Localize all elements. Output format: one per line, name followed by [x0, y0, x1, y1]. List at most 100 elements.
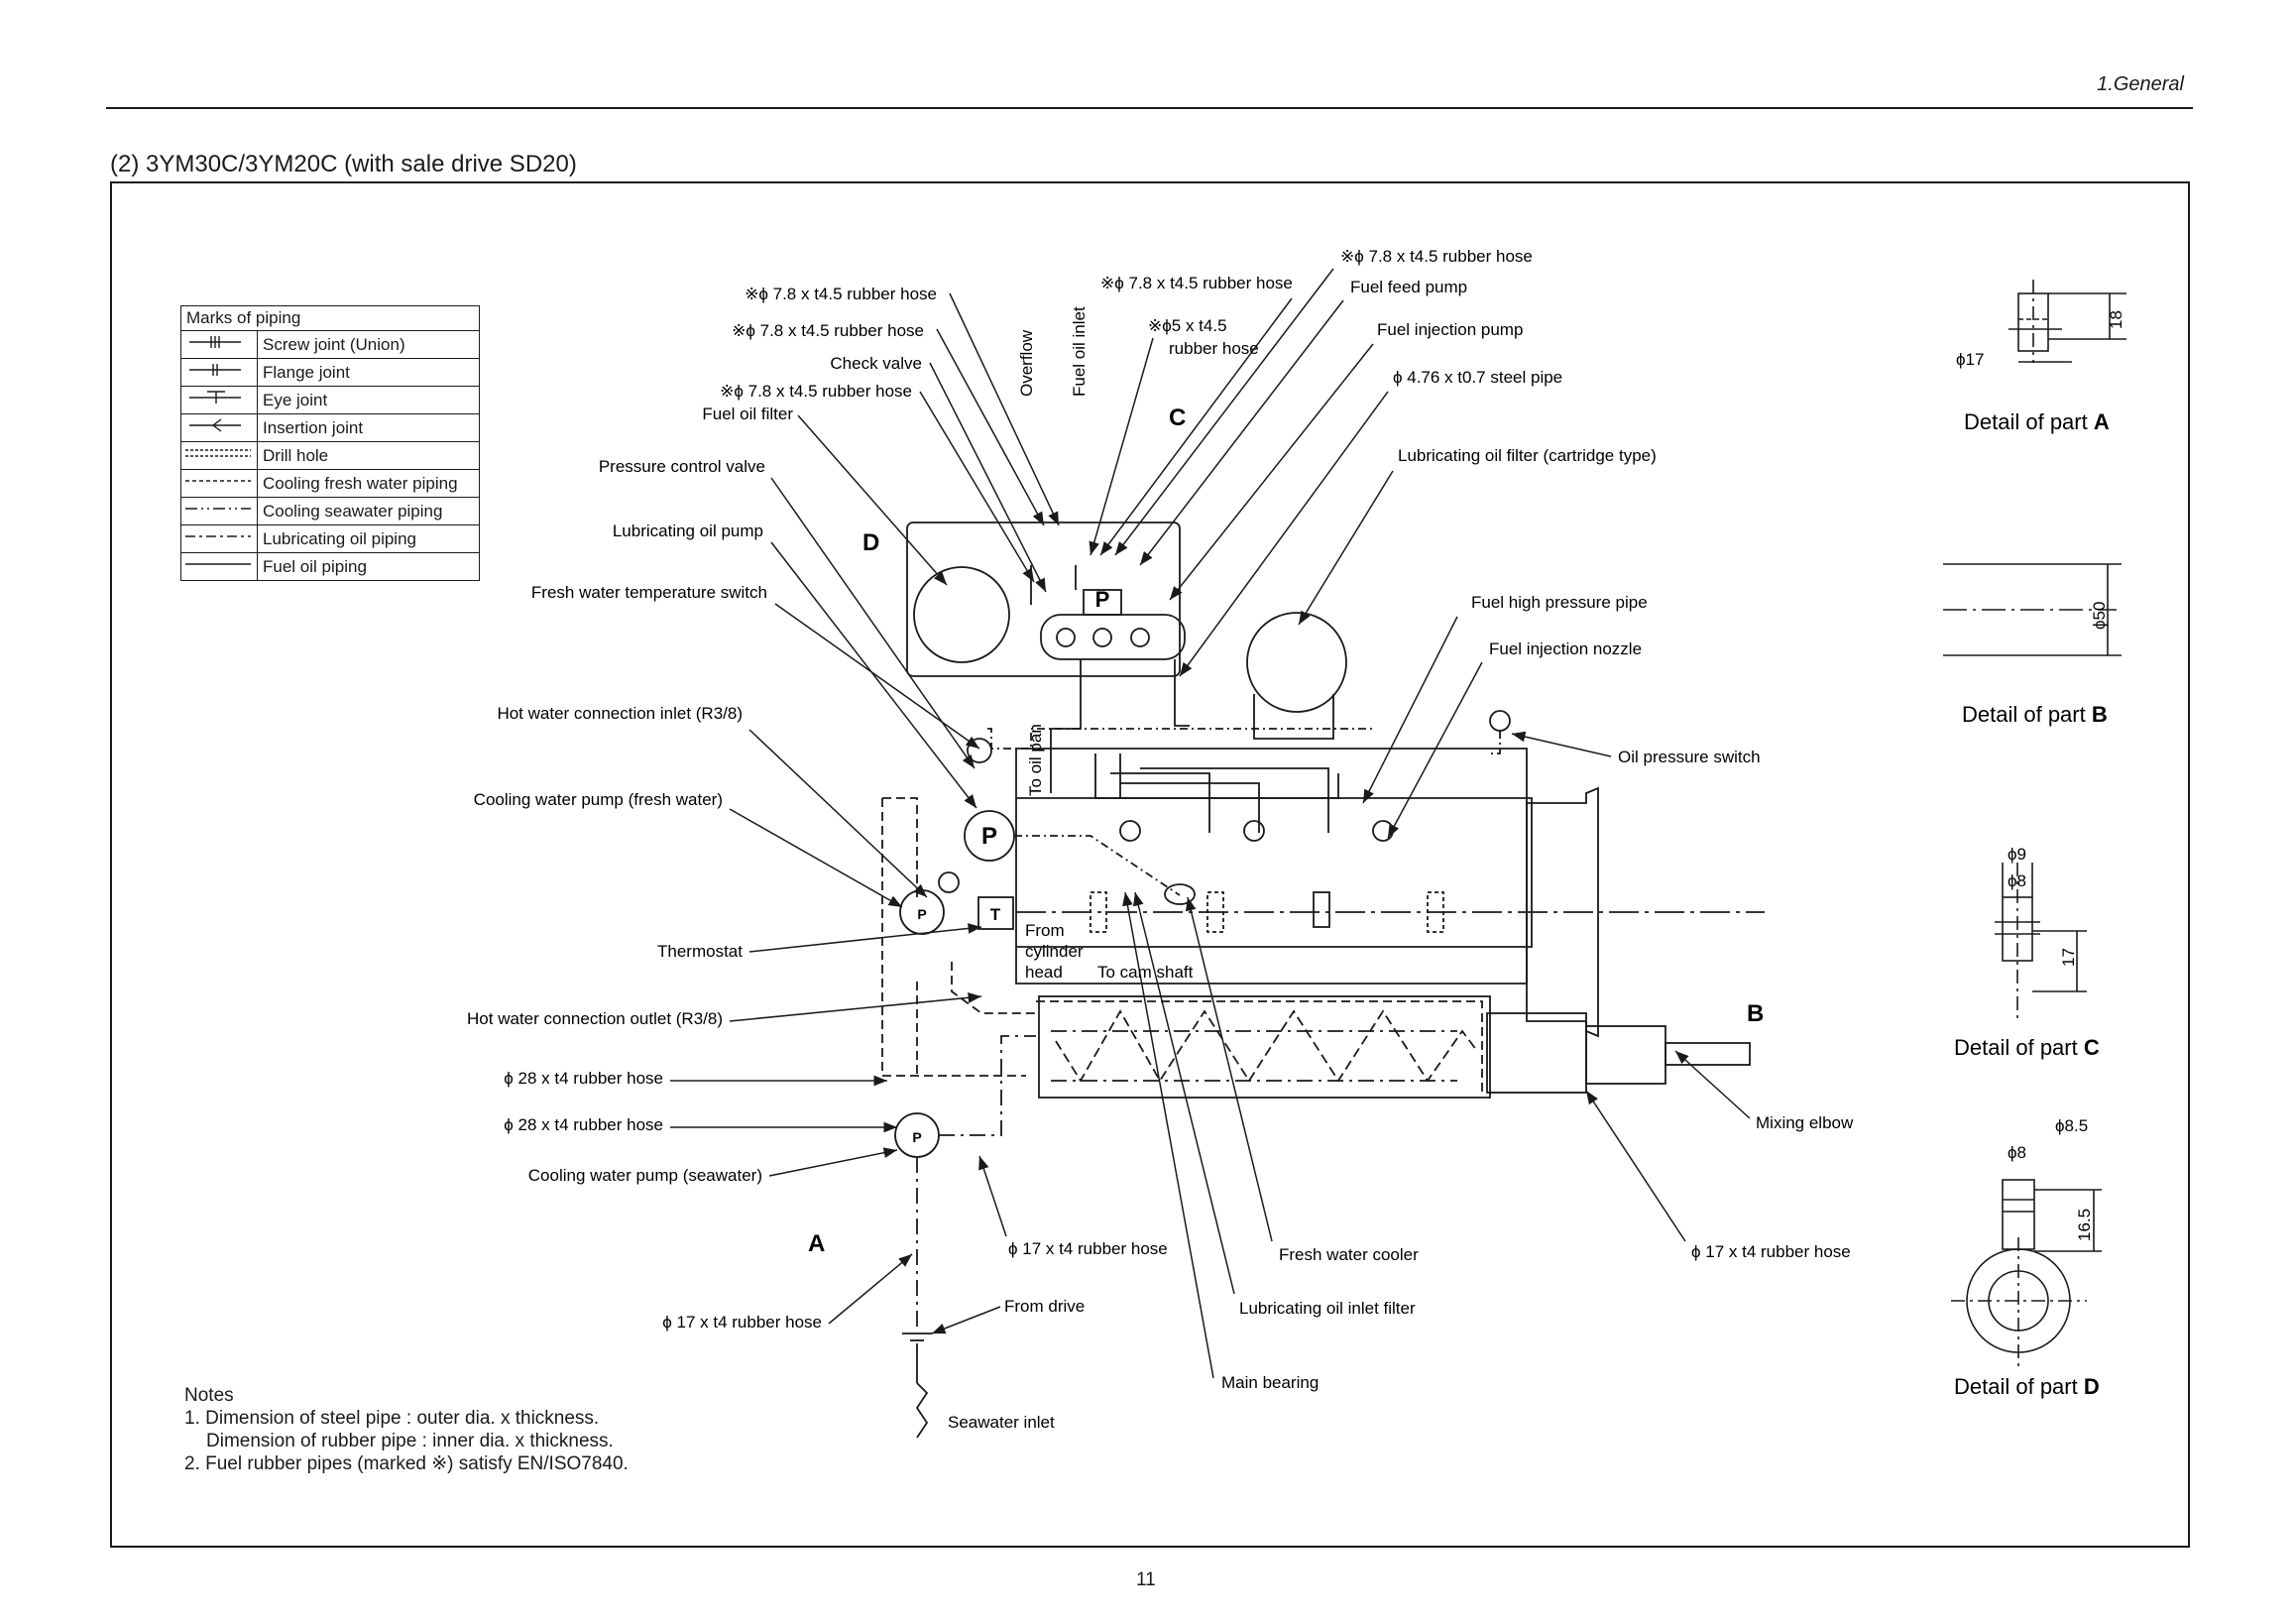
legend-label: Cooling seawater piping — [257, 497, 480, 525]
feed-pump-p — [1083, 589, 1122, 616]
detail-a-drawing — [2009, 280, 2126, 363]
leader-cooling-pump-sea — [768, 1147, 898, 1177]
label-fuel-injection-nozzle: Fuel injection nozzle — [1489, 639, 1642, 658]
label-fuel-injection-pump: Fuel injection pump — [1377, 320, 1523, 339]
part-letter-C: C — [1169, 405, 1186, 431]
vlabel-to-oil-pan: To oil pan — [1026, 724, 1045, 796]
detail-d-caption: Detail of part D — [1954, 1374, 2100, 1399]
leader-main-bearing — [1122, 891, 1214, 1379]
detail-d-drawing — [1951, 1179, 2102, 1366]
inner-label-from-cyl-1: From — [1025, 921, 1065, 940]
leader-hose-top-right — [1114, 268, 1334, 556]
fuel-oil-line-icon — [180, 552, 258, 581]
legend-row: Cooling fresh water piping — [180, 469, 480, 498]
detail-d-dim-len: 16.5 — [2075, 1209, 2094, 1241]
label-hose-top-3: ※ϕ 7.8 x t4.5 rubber hose — [720, 382, 912, 401]
leader-hose-5 — [1089, 337, 1154, 556]
leader-hose-top-2 — [936, 328, 1045, 526]
thermostat-letter: T — [990, 905, 1001, 924]
leader-pressure-control-valve — [770, 477, 976, 769]
leader-lubricating-oil-pump — [770, 541, 977, 809]
legend-label: Screw joint (Union) — [257, 330, 480, 359]
diagram-frame — [110, 181, 2190, 1548]
detail-d-dim-dia8: ϕ8 — [2008, 1143, 2026, 1162]
heat-exchanger — [1038, 995, 1491, 1099]
leader-fresh-water-temp-switch — [774, 603, 980, 750]
detail-c-dim-len: 17 — [2059, 948, 2078, 967]
label-steel-pipe: ϕ 4.76 x t0.7 steel pipe — [1393, 368, 1562, 387]
label-thermostat: Thermostat — [657, 942, 743, 961]
temp-switch-body — [967, 738, 992, 763]
detail-a-caption: Detail of part A — [1964, 409, 2110, 434]
fuel-oil-filter-body — [913, 566, 1010, 663]
leader-hose-17-3 — [1585, 1090, 1686, 1242]
label-hose-top-right: ※ϕ 7.8 x t4.5 rubber hose — [1340, 247, 1533, 266]
note-line-2: Dimension of rubber pipe : inner dia. x … — [206, 1431, 614, 1451]
page-title: (2) 3YM30C/3YM20C (with sale drive SD20) — [110, 151, 577, 177]
leader-thermostat — [748, 923, 982, 953]
legend-row: Eye joint — [180, 386, 480, 414]
label-lube-oil-filter-cart: Lubricating oil filter (cartridge type) — [1398, 446, 1657, 465]
leader-hose-17-2 — [828, 1253, 913, 1325]
label-hose-5b: rubber hose — [1169, 339, 1259, 358]
leader-steel-pipe — [1179, 391, 1389, 677]
leader-hose-17-1 — [978, 1155, 1007, 1237]
leader-hose-mid — [1099, 297, 1293, 556]
engine-block — [1015, 748, 1528, 985]
label-cooling-pump-fresh: Cooling water pump (fresh water) — [474, 790, 723, 809]
label-oil-pressure-switch: Oil pressure switch — [1618, 748, 1761, 766]
label-hose-5: ※ϕ5 x t4.5 — [1148, 316, 1227, 335]
note-line-1: 1. Dimension of steel pipe : outer dia. … — [184, 1408, 600, 1429]
detail-b-caption: Detail of part B — [1962, 702, 2108, 727]
leader-fuel-injection-nozzle — [1387, 661, 1483, 839]
lube-oil-filter-body — [1246, 612, 1347, 713]
leader-fuel-oil-filter — [797, 414, 948, 586]
leader-check-valve — [929, 362, 1047, 593]
label-hose-28-2: ϕ 28 x t4 rubber hose — [504, 1115, 663, 1134]
inner-label-from-cyl-2: cylinder — [1025, 942, 1084, 961]
detail-c-caption: Detail of part C — [1954, 1035, 2100, 1060]
vlabel-overflow: Overflow — [1017, 329, 1036, 397]
detail-c-dim-dia8: ϕ8 — [2008, 871, 2026, 890]
label-hot-water-inlet: Hot water connection inlet (R3/8) — [497, 704, 743, 723]
flywheel-housing — [1526, 786, 1599, 1038]
legend-row: Fuel oil piping — [180, 552, 480, 581]
legend-row: Cooling seawater piping — [180, 497, 480, 525]
legend-row: Screw joint (Union) — [180, 330, 480, 359]
leader-fresh-water-cooler — [1185, 896, 1273, 1242]
notes-block: Notes 1. Dimension of steel pipe : outer… — [184, 1384, 629, 1475]
detail-a-dim-dia: ϕ17 — [1956, 350, 1984, 369]
leader-hose-top-1 — [949, 292, 1060, 526]
label-seawater-inlet: Seawater inlet — [948, 1413, 1055, 1432]
label-hot-water-outlet: Hot water connection outlet (R3/8) — [467, 1009, 723, 1028]
feed-pump-letter: P — [1095, 587, 1110, 612]
label-lube-inlet-filter: Lubricating oil inlet filter — [1239, 1299, 1416, 1318]
label-fuel-oil-filter: Fuel oil filter — [702, 405, 793, 423]
piping-legend: Marks of piping Screw joint (Union)Flang… — [180, 305, 480, 581]
label-main-bearing: Main bearing — [1221, 1373, 1319, 1392]
fuel-injection-pump-body — [1040, 614, 1186, 660]
label-mixing-elbow: Mixing elbow — [1756, 1113, 1854, 1132]
leader-lube-oil-filter-cart — [1298, 470, 1394, 626]
flange-joint-icon — [180, 358, 258, 387]
part-letter-D: D — [862, 529, 879, 556]
leader-cooling-pump-fresh — [729, 808, 903, 908]
inner-label-from-cyl-3: head — [1025, 963, 1063, 982]
label-hose-17-1: ϕ 17 x t4 rubber hose — [1008, 1239, 1168, 1258]
leader-fuel-injection-pump — [1169, 343, 1374, 601]
leader-mixing-elbow — [1674, 1050, 1751, 1119]
detail-c-drawing — [1995, 863, 2087, 1021]
label-cooling-pump-sea: Cooling water pump (seawater) — [528, 1166, 762, 1185]
label-pressure-control-valve: Pressure control valve — [599, 457, 765, 476]
label-fuel-feed-pump: Fuel feed pump — [1350, 278, 1467, 296]
lube-pump-letter: P — [981, 823, 997, 850]
leader-from-drive — [931, 1306, 1001, 1334]
leader-lube-inlet-filter — [1132, 891, 1235, 1295]
part-letter-A: A — [808, 1230, 825, 1257]
sea-pump-letter: P — [912, 1129, 921, 1145]
inner-label-to-cam-shaft: To cam shaft — [1097, 963, 1194, 982]
leader-hot-water-outlet — [729, 991, 982, 1022]
label-lubricating-oil-pump: Lubricating oil pump — [613, 522, 763, 540]
leader-hose-top-3 — [919, 391, 1035, 583]
